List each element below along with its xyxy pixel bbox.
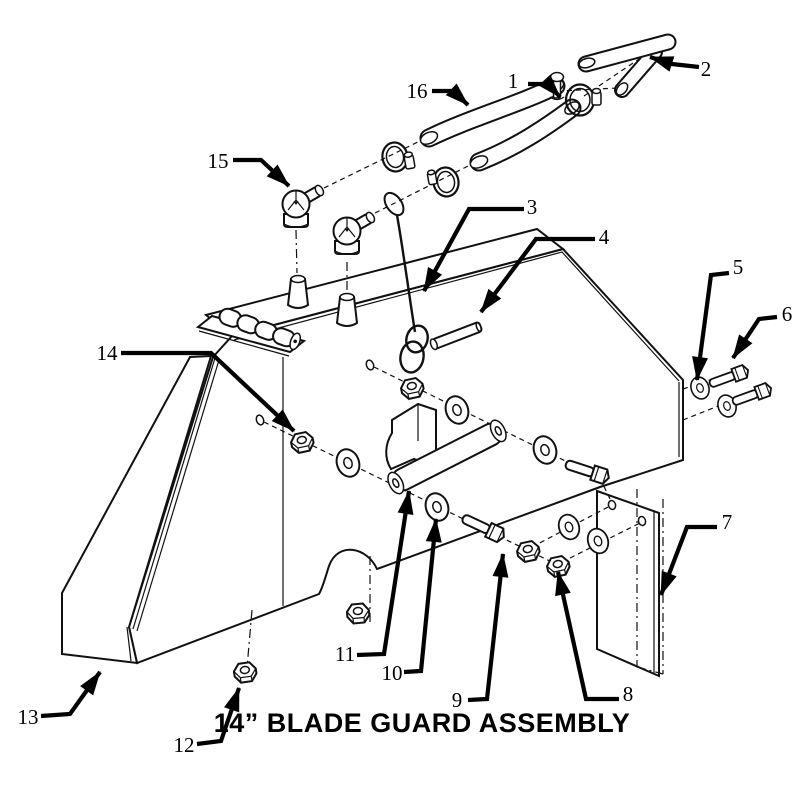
leader-5 xyxy=(692,270,730,381)
leader-2 xyxy=(649,54,700,72)
callout-label-11: 11 xyxy=(335,642,355,666)
right-hardware xyxy=(687,362,775,421)
elbow-fitting-15 xyxy=(281,182,327,228)
hinge xyxy=(195,307,307,357)
callout-label-14: 14 xyxy=(97,341,119,365)
band-clamp xyxy=(564,83,602,117)
face-hole-upper xyxy=(365,359,375,371)
handle-tube-2 xyxy=(577,33,677,98)
hex-nut xyxy=(514,538,543,565)
leader-7 xyxy=(659,524,717,596)
guide-roller xyxy=(387,419,507,495)
boss-fitting-left xyxy=(287,274,309,309)
roller-bracket xyxy=(385,402,437,471)
callout-label-5: 5 xyxy=(733,255,744,279)
leader-10 xyxy=(403,518,442,675)
callout-label-6: 6 xyxy=(782,302,793,326)
callout-label-16: 16 xyxy=(407,79,428,103)
hose-clamp xyxy=(381,141,416,173)
leader-14 xyxy=(121,350,296,433)
callout-label-3: 3 xyxy=(527,195,538,219)
callout-label-15: 15 xyxy=(208,149,229,173)
leader-1 xyxy=(528,74,562,99)
leader-4 xyxy=(479,236,595,314)
leader-9 xyxy=(467,553,509,703)
leader-6 xyxy=(731,314,778,360)
leader-16 xyxy=(432,83,470,107)
callouts: 1 2 3 4 5 6 7 8 9 10 11 12 13 14 15 16 xyxy=(18,54,793,757)
guard-flap-plate xyxy=(596,489,660,678)
clevis-pin xyxy=(429,321,483,351)
leader-13 xyxy=(40,670,102,719)
lanyard-and-pin xyxy=(383,191,483,374)
wedge-edge-lines xyxy=(126,357,220,662)
flat-washer xyxy=(554,510,584,544)
water-kit xyxy=(281,33,677,255)
boss-fitting-right xyxy=(336,292,358,327)
guard-left-wedge xyxy=(61,354,213,665)
flat-washer-5 xyxy=(687,373,713,403)
face-hole-lower xyxy=(255,414,265,426)
elbow-fitting-15 xyxy=(332,209,378,255)
lanyard-loop xyxy=(383,191,405,217)
hex-nut-12 xyxy=(231,660,259,685)
leader-8 xyxy=(555,571,619,702)
callout-label-12: 12 xyxy=(174,733,195,757)
callout-label-2: 2 xyxy=(701,57,712,81)
diagram-title: 14” BLADE GUARD ASSEMBLY xyxy=(214,708,631,738)
leader-12 xyxy=(196,687,241,747)
callout-label-8: 8 xyxy=(623,682,634,706)
leader-3 xyxy=(422,206,524,293)
hex-bolt-6 xyxy=(706,362,752,392)
mid-hardware xyxy=(231,375,613,685)
lanyard-wire xyxy=(395,214,417,333)
hose-clamp xyxy=(426,166,460,198)
lanyard-ring xyxy=(405,324,429,354)
lanyard-ring xyxy=(399,340,425,374)
leader-11 xyxy=(356,490,414,658)
callout-label-9: 9 xyxy=(452,688,463,712)
face-nut xyxy=(345,602,371,625)
leader-15 xyxy=(233,157,291,188)
callout-label-10: 10 xyxy=(382,661,403,685)
callout-label-13: 13 xyxy=(18,705,39,729)
callout-label-1: 1 xyxy=(508,69,519,93)
hex-bolt-6 xyxy=(729,380,775,410)
callout-label-4: 4 xyxy=(599,225,610,249)
guard-body xyxy=(61,227,684,665)
callout-label-7: 7 xyxy=(722,510,733,534)
